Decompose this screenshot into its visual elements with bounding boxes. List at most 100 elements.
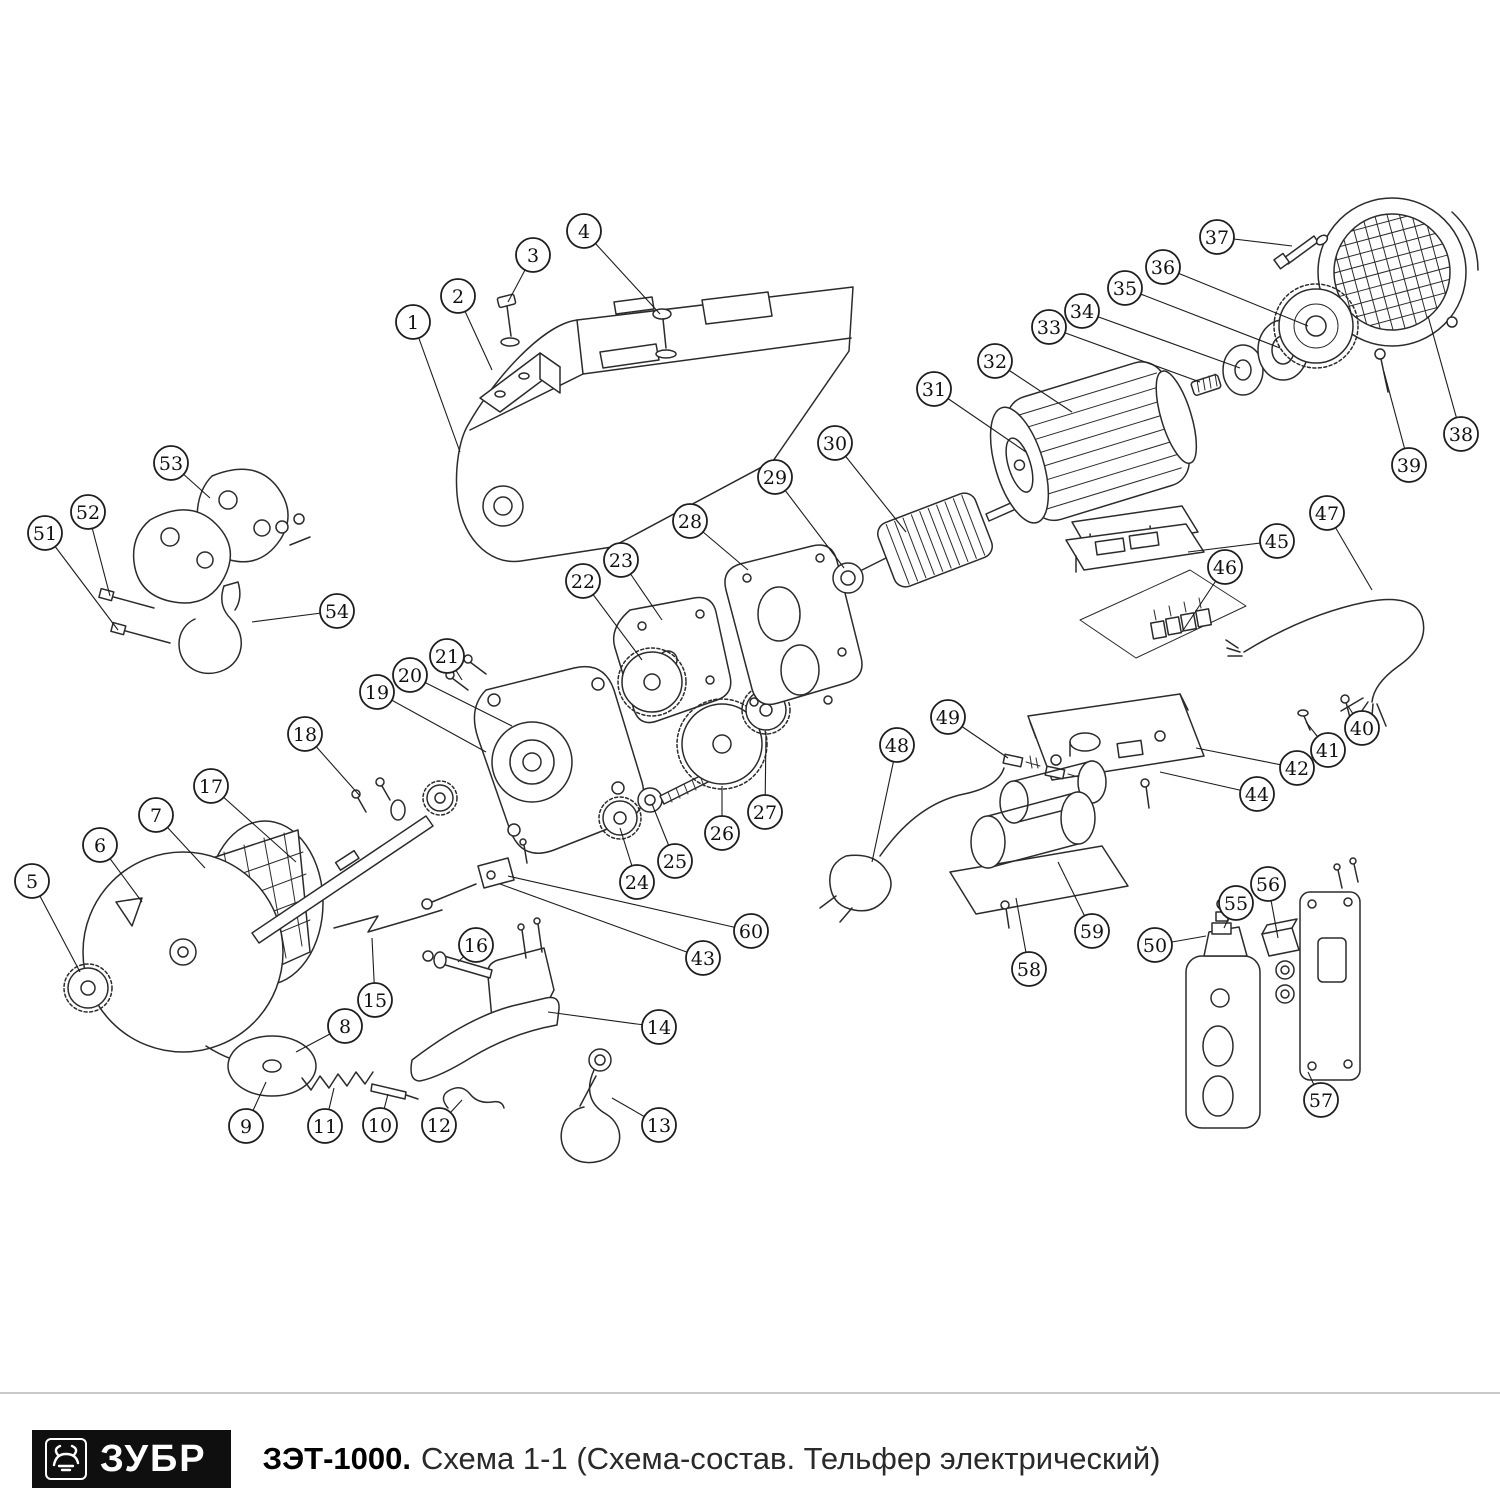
callout-10: 10 [362, 1093, 398, 1143]
leader-line [412, 321, 461, 453]
callout-11: 11 [307, 1087, 343, 1144]
callout-number: 28 [678, 511, 702, 533]
leader-line [1162, 266, 1309, 327]
callout-32: 32 [977, 343, 1073, 413]
callout-number: 39 [1397, 455, 1421, 477]
callout-number: 58 [1017, 959, 1041, 981]
callout-number: 45 [1265, 531, 1289, 553]
gear-train [612, 596, 791, 790]
callout-circle [82, 827, 118, 863]
callout-circle [1259, 523, 1295, 559]
leader-line [376, 691, 487, 753]
callout-circle [619, 864, 655, 900]
callout-circle [458, 927, 494, 963]
callout-31: 31 [916, 371, 1027, 453]
callout-30: 30 [817, 425, 907, 533]
callout-circle [916, 371, 952, 407]
pendant-control [1185, 857, 1361, 1129]
callout-number: 52 [76, 502, 100, 524]
callout-28: 28 [672, 503, 749, 571]
terminal-blocks [1149, 597, 1213, 640]
callout-circle [1309, 495, 1345, 531]
callout-number: 60 [739, 921, 763, 943]
callout-42: 42 [1195, 747, 1315, 786]
leader-line [499, 883, 704, 959]
callout-circle [440, 278, 476, 314]
callout-number: 29 [763, 467, 787, 489]
callout-35: 35 [1107, 270, 1281, 349]
callout-number: 32 [983, 351, 1007, 373]
callout-number: 42 [1285, 758, 1309, 780]
callout-circle [307, 1108, 343, 1144]
leader-line [409, 674, 513, 727]
callout-48: 48 [871, 727, 915, 863]
callout-circle [193, 768, 229, 804]
leader-line [583, 230, 661, 315]
callout-circle [603, 542, 639, 578]
callout-number: 36 [1151, 257, 1175, 279]
callout-16: 16 [457, 927, 494, 963]
callout-21: 21 [429, 638, 465, 681]
callout-circle [1250, 866, 1286, 902]
callout-18: 18 [287, 716, 361, 797]
callout-number: 54 [325, 601, 349, 623]
callout-39: 39 [1383, 371, 1427, 483]
callout-number: 2 [452, 286, 464, 308]
callout-circle [327, 1008, 363, 1044]
callout-circle [359, 674, 395, 710]
callout-number: 5 [26, 871, 38, 893]
leader-line [44, 532, 119, 631]
callout-number: 12 [427, 1115, 451, 1137]
bolt-part-4 [652, 308, 677, 359]
callout-circle [27, 515, 63, 551]
callout-circle [287, 716, 323, 752]
diagram-caption: ЗЭТ-1000.Схема 1-1 (Схема-состав. Тельфе… [263, 1441, 1161, 1477]
callout-number: 41 [1316, 740, 1340, 762]
callout-circle [565, 563, 601, 599]
callout-circle [977, 343, 1013, 379]
callout-circle [1199, 219, 1235, 255]
callout-circle [1107, 270, 1143, 306]
callout-number: 1 [407, 312, 419, 334]
leader-line [507, 875, 752, 932]
zubr-logo: ЗУБР [32, 1430, 231, 1488]
screws-40-41 [1297, 694, 1351, 731]
power-plug [819, 767, 1005, 923]
worm-gear-parts [598, 771, 713, 840]
callout-23: 23 [603, 542, 663, 621]
leader-line [547, 1011, 660, 1028]
callout-number: 53 [159, 453, 183, 475]
callout-43: 43 [499, 883, 721, 976]
callout-number: 13 [647, 1115, 671, 1137]
clip-hook [442, 1087, 505, 1109]
callout-circle [1310, 732, 1346, 768]
callout-circle [1137, 927, 1173, 963]
callout-circle [70, 494, 106, 530]
callout-38: 38 [1427, 315, 1479, 452]
callout-circle [747, 794, 783, 830]
callout-17: 17 [193, 768, 297, 863]
callout-number: 11 [313, 1116, 337, 1138]
callout-number: 6 [94, 835, 106, 857]
callout-26: 26 [704, 786, 740, 851]
callout-circle [357, 982, 393, 1018]
callout-circle [704, 815, 740, 851]
callout-number: 56 [1256, 874, 1280, 896]
callout-number: 22 [571, 571, 595, 593]
gear-cover [724, 544, 863, 707]
callout-50: 50 [1137, 927, 1207, 963]
callout-22: 22 [565, 563, 643, 661]
callout-circle [1279, 750, 1315, 786]
capacitor-tray [949, 760, 1129, 929]
shaft-end-parts [1190, 283, 1359, 396]
callout-circle [14, 863, 50, 899]
callout-circle [1011, 951, 1047, 987]
callout-circle [392, 657, 428, 693]
callout-number: 35 [1113, 278, 1137, 300]
callout-number: 40 [1350, 718, 1374, 740]
callout-number: 51 [33, 523, 57, 545]
callout-47: 47 [1309, 495, 1373, 591]
callout-circle [138, 797, 174, 833]
callout-37: 37 [1199, 219, 1293, 255]
